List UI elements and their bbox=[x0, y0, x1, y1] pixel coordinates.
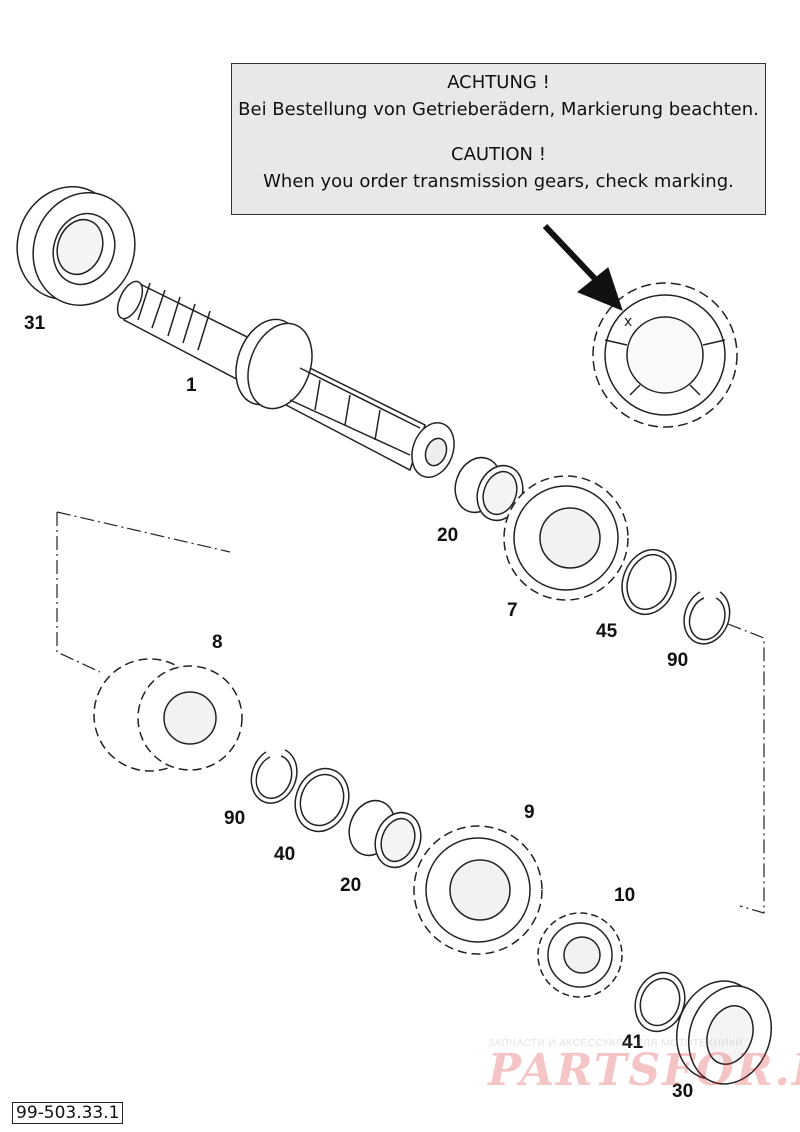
watermark-logo: PARTSFOR.RU bbox=[488, 1045, 800, 1096]
assembly-boundary-line bbox=[56, 512, 101, 673]
callout-9: 9 bbox=[524, 802, 535, 823]
callout-7: 7 bbox=[507, 600, 518, 621]
bearing-30 bbox=[675, 980, 773, 1085]
assembly-boundary-line-lower bbox=[727, 623, 765, 914]
callout-40: 40 bbox=[274, 844, 296, 865]
marked-gear-detail: x bbox=[592, 282, 738, 428]
callout-1: 1 bbox=[186, 375, 197, 396]
marking-x: x bbox=[624, 314, 632, 330]
main-shaft-1 bbox=[116, 280, 455, 478]
notice-text-de: Bei Bestellung von Getrieberädern, Marki… bbox=[238, 99, 759, 120]
gear-8 bbox=[93, 658, 243, 772]
gear-7 bbox=[503, 475, 629, 601]
notice-text-en: When you order transmission gears, check… bbox=[263, 171, 734, 192]
notice-heading-de: ACHTUNG ! bbox=[447, 72, 550, 93]
callout-31: 31 bbox=[24, 313, 46, 334]
callout-90-upper: 90 bbox=[667, 650, 689, 671]
callout-10: 10 bbox=[614, 885, 636, 906]
watermark: ЗАПЧАСТИ И АКСЕССУАРЫ ДЛЯ МОТОТЕХНИКИ PA… bbox=[488, 1038, 800, 1096]
shim-40 bbox=[294, 767, 350, 833]
callout-30: 30 bbox=[672, 1081, 694, 1102]
callout-41: 41 bbox=[622, 1032, 644, 1053]
assembly-boundary-line-right bbox=[56, 511, 231, 553]
shim-45 bbox=[621, 548, 677, 616]
callout-20-lower: 20 bbox=[340, 875, 362, 896]
callout-90-lower: 90 bbox=[224, 808, 246, 829]
circlip-90-upper bbox=[683, 591, 731, 645]
needle-bearing-20-lower bbox=[348, 799, 422, 869]
watermark-tagline: ЗАПЧАСТИ И АКСЕССУАРЫ ДЛЯ МОТОТЕХНИКИ bbox=[488, 1038, 744, 1049]
notice-heading-en: CAUTION ! bbox=[451, 144, 546, 165]
caution-notice: ACHTUNG ! Bei Bestellung von Getrieberäd… bbox=[231, 63, 766, 215]
callout-45: 45 bbox=[596, 621, 618, 642]
marking-arrow bbox=[542, 223, 623, 311]
gear-9 bbox=[413, 825, 543, 955]
shaft-gear-teeth bbox=[235, 318, 313, 410]
circlip-90-lower bbox=[250, 749, 298, 804]
callout-20-upper: 20 bbox=[437, 525, 459, 546]
bearing-31 bbox=[16, 186, 136, 306]
document-number: 99-503.33.1 bbox=[12, 1102, 124, 1124]
needle-bearing-20-upper bbox=[454, 456, 524, 522]
callout-8: 8 bbox=[212, 632, 223, 653]
gear-10 bbox=[537, 912, 623, 998]
